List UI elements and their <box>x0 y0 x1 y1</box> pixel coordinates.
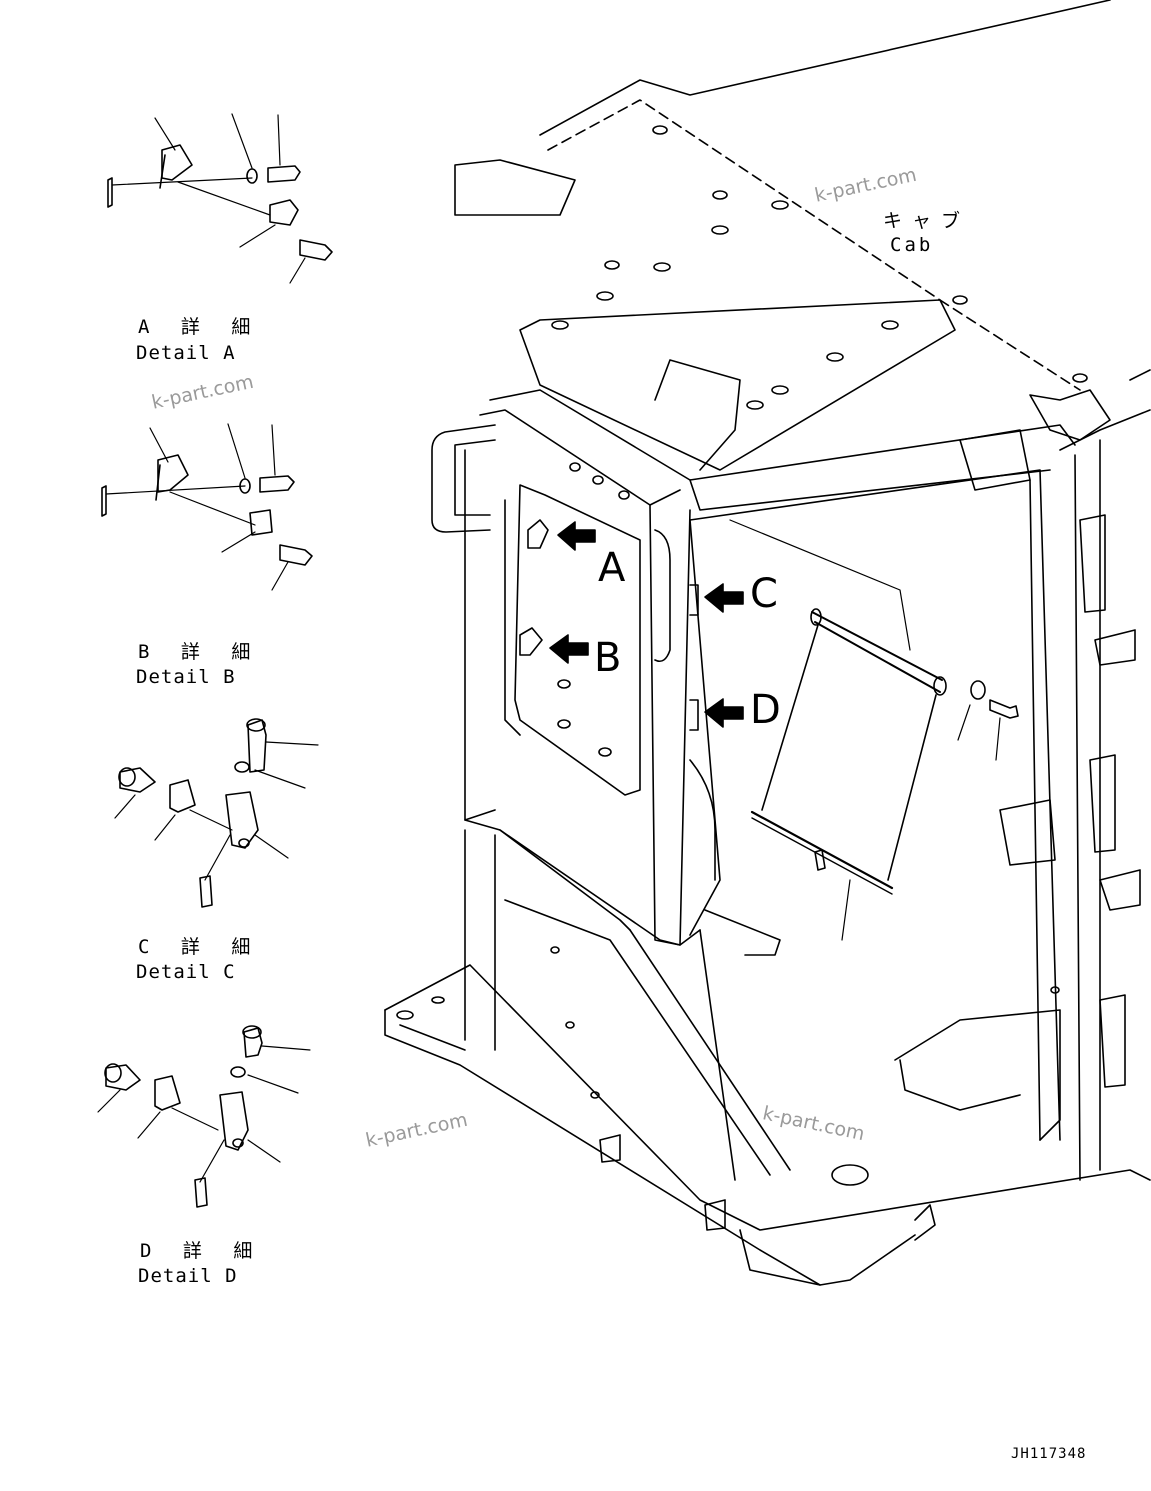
callout-arrow-B <box>549 634 589 664</box>
detail-D-drawing <box>97 1025 311 1208</box>
drawing-code: JH117348 <box>1011 1446 1087 1462</box>
detail-D-title-en: Detail D <box>138 1265 238 1287</box>
detail-A-title-en: Detail A <box>136 342 236 364</box>
callout-arrow-A <box>557 521 596 551</box>
detail-C-title-en: Detail C <box>136 961 236 983</box>
detail-B-title-jp: B 詳 細 <box>138 641 261 663</box>
detail-B-drawing <box>101 423 313 591</box>
cab-title-en: Cab <box>890 234 934 256</box>
callout-label-A: A <box>598 545 626 591</box>
detail-B-title-en: Detail B <box>136 666 236 688</box>
detail-A-title-jp: A 詳 細 <box>138 316 261 338</box>
roller-shade <box>750 608 1019 941</box>
detail-D-title-jp: D 詳 細 <box>140 1240 263 1262</box>
detail-C-title-jp: C 詳 細 <box>138 936 261 958</box>
cab-title-jp: キャブ <box>883 210 971 232</box>
detail-A-drawing <box>107 113 333 284</box>
roof-bolt-holes <box>551 125 1088 410</box>
callout-arrow-C <box>704 583 744 613</box>
callout-label-C: C <box>750 571 778 617</box>
detail-C-drawing <box>114 718 319 908</box>
callout-arrow-D <box>704 698 744 728</box>
cab-frame <box>384 0 1151 1286</box>
callout-label-B: B <box>594 635 622 681</box>
callout-label-D: D <box>750 687 781 733</box>
